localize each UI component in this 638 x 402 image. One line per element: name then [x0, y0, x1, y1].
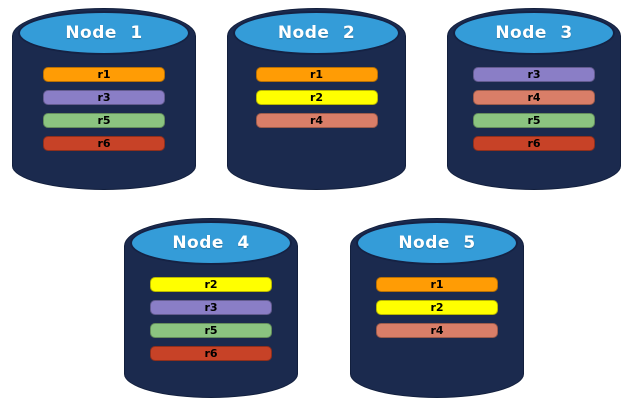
replica-bar-list: r1 r2 r4 [350, 277, 524, 338]
replica-bar-list: r3 r4 r5 r6 [447, 67, 621, 151]
node-cylinder: Node 2 r1 r2 r4 [227, 8, 406, 190]
node-label: Node 5 [398, 233, 476, 253]
node-cylinder: Node 1 r1 r3 r5 r6 [12, 8, 196, 190]
node-cylinder: Node 5 r1 r2 r4 [350, 218, 524, 398]
replica-bar-r4: r4 [473, 90, 595, 105]
node-label: Node 3 [495, 23, 573, 43]
replica-bar-r3: r3 [150, 300, 272, 315]
replica-bar-r5: r5 [43, 113, 165, 128]
replica-bar-r4: r4 [255, 113, 378, 128]
replica-bar-r1: r1 [376, 277, 498, 292]
replica-bar-r3: r3 [473, 67, 595, 82]
node-cylinder: Node 3 r3 r4 r5 r6 [447, 8, 621, 190]
cylinder-top-ellipse: Node 1 [18, 11, 190, 55]
replica-bar-r2: r2 [376, 300, 498, 315]
replica-bar-r6: r6 [43, 136, 165, 151]
node-cylinder: Node 4 r2 r3 r5 r6 [124, 218, 298, 398]
cylinder-top-ellipse: Node 3 [453, 11, 615, 55]
cylinder-top-ellipse: Node 2 [233, 11, 400, 55]
replica-bar-r2: r2 [150, 277, 272, 292]
node-label: Node 1 [65, 23, 143, 43]
replica-bar-r1: r1 [255, 67, 378, 82]
replica-bar-r6: r6 [150, 346, 272, 361]
replica-bar-r5: r5 [473, 113, 595, 128]
replica-bar-list: r2 r3 r5 r6 [124, 277, 298, 361]
replica-bar-r6: r6 [473, 136, 595, 151]
replica-bar-r5: r5 [150, 323, 272, 338]
replica-bar-r4: r4 [376, 323, 498, 338]
cylinder-top-ellipse: Node 5 [356, 221, 518, 265]
node-label: Node 4 [172, 233, 250, 253]
replica-bar-list: r1 r2 r4 [227, 67, 406, 128]
cylinder-top-ellipse: Node 4 [130, 221, 292, 265]
replica-bar-list: r1 r3 r5 r6 [12, 67, 196, 151]
replica-bar-r3: r3 [43, 90, 165, 105]
node-label: Node 2 [277, 23, 356, 43]
replica-bar-r2: r2 [255, 90, 378, 105]
replica-bar-r1: r1 [43, 67, 165, 82]
